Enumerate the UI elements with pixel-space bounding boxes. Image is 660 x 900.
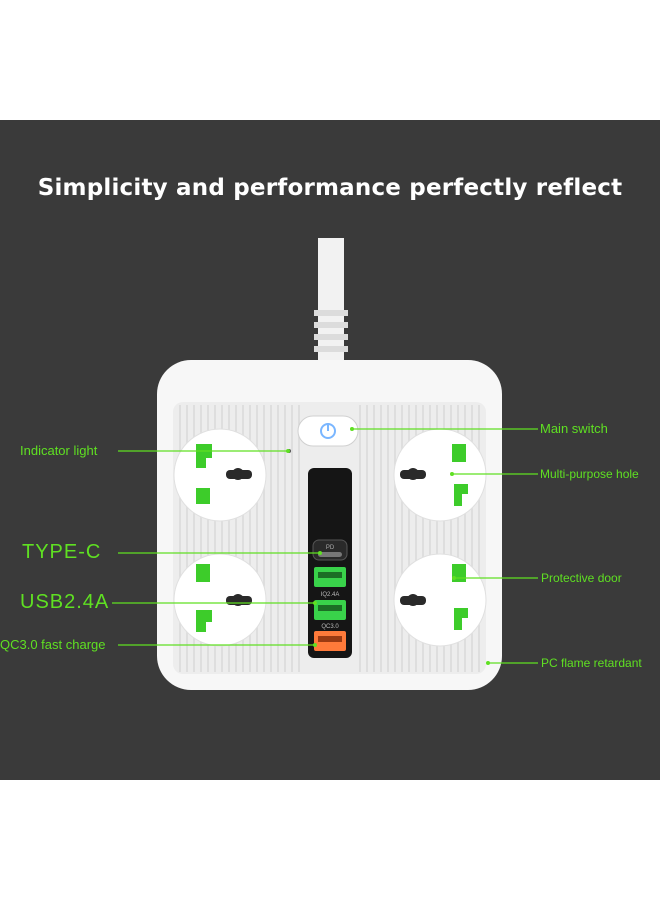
usb-panel: PD IQ2.4A QC3.0 bbox=[308, 468, 352, 658]
callout-lines bbox=[112, 428, 538, 664]
power-cable bbox=[314, 238, 348, 378]
socket-top-left bbox=[173, 428, 267, 522]
label-type-c: TYPE-C bbox=[22, 541, 102, 563]
usb-port-label: IQ2.4A bbox=[321, 592, 340, 598]
label-multi-purpose-hole: Multi-purpose hole bbox=[540, 467, 639, 481]
label-qc: QC3.0 fast charge bbox=[0, 637, 106, 652]
label-pc-flame: PC flame retardant bbox=[541, 656, 642, 670]
power-strip-illustration: PD IQ2.4A QC3.0 bbox=[112, 238, 538, 690]
label-protective-door: Protective door bbox=[541, 571, 622, 585]
pd-port-label: PD bbox=[326, 545, 335, 551]
power-icon bbox=[320, 423, 336, 439]
label-usb: USB2.4A bbox=[20, 591, 110, 613]
label-main-switch: Main switch bbox=[540, 421, 608, 436]
socket-bottom-left bbox=[173, 553, 267, 647]
socket-bottom-right bbox=[393, 553, 487, 647]
qc-port-label: QC3.0 bbox=[321, 624, 339, 630]
label-indicator-light: Indicator light bbox=[20, 443, 98, 458]
product-panel: Simplicity and performance perfectly ref… bbox=[0, 120, 660, 780]
main-switch[interactable] bbox=[297, 415, 359, 447]
headline: Simplicity and performance perfectly ref… bbox=[37, 175, 623, 201]
socket-top-right bbox=[393, 428, 487, 522]
